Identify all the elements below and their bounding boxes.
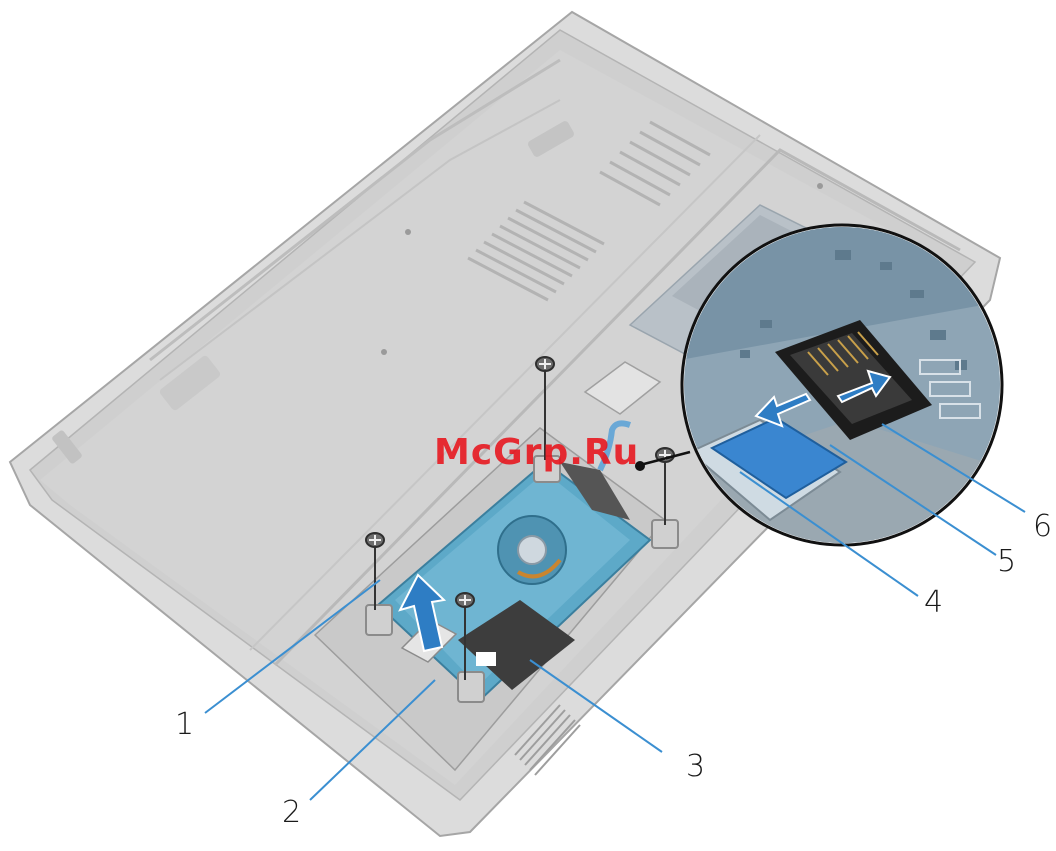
callout-number-3: 3 bbox=[686, 752, 705, 782]
callout-number-6: 6 bbox=[1033, 512, 1052, 542]
screw-icon bbox=[366, 533, 384, 547]
callout-number-1: 1 bbox=[175, 710, 194, 740]
callout-number-4: 4 bbox=[924, 588, 943, 618]
screw-icon bbox=[536, 357, 554, 371]
callout-number-5: 5 bbox=[997, 547, 1016, 577]
callout-number-2: 2 bbox=[282, 798, 301, 828]
screw-icon bbox=[456, 593, 474, 607]
watermark-text: McGrp.Ru bbox=[434, 432, 639, 473]
